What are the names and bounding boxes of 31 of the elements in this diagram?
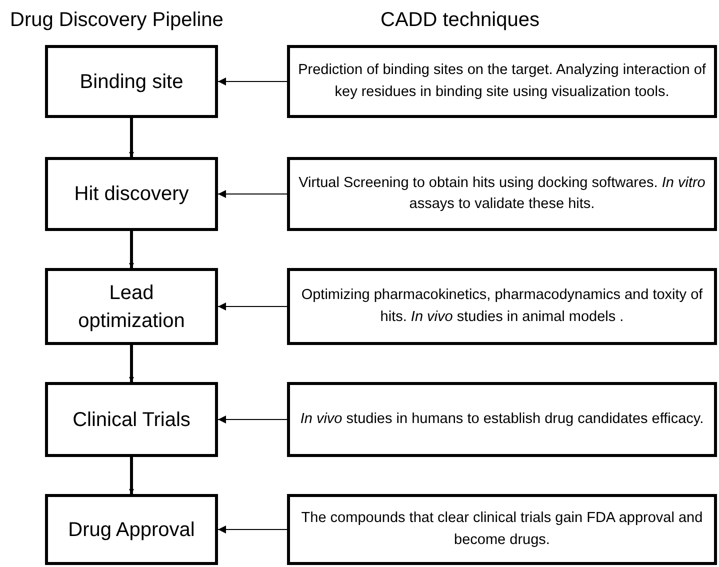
column-heading: Drug Discovery Pipeline xyxy=(10,9,224,32)
node-text: The compounds that clear clinical trials gain FDA approval and become drugs. xyxy=(300,509,704,550)
arrow xyxy=(129,118,134,157)
node-text: In vivo studies in humans to establish drug candidates efficacy. xyxy=(299,410,705,429)
arrow xyxy=(129,345,134,382)
node-text: Hit discovery xyxy=(73,182,190,207)
arrow xyxy=(129,457,134,494)
node-text: Clinical Trials xyxy=(72,408,192,432)
column-heading: CADD techniques xyxy=(380,9,540,32)
arrow xyxy=(218,302,288,310)
stage-box xyxy=(45,157,218,231)
stage-box xyxy=(45,268,218,345)
stage-box xyxy=(45,494,218,565)
node-text: Drug Approval xyxy=(67,518,196,542)
arrow xyxy=(129,231,134,268)
stage-box xyxy=(45,45,218,118)
node-text: Virtual Screening to obtain hits using docking softwares. In vitro assays to validate these hits. xyxy=(298,174,706,214)
arrow xyxy=(218,190,288,198)
arrow xyxy=(218,416,288,424)
technique-box xyxy=(287,494,717,565)
technique-box xyxy=(287,268,717,345)
node-text: Lead optimization xyxy=(77,280,186,334)
node-text: Binding site xyxy=(78,70,184,94)
stage-box xyxy=(45,382,218,457)
arrow xyxy=(218,526,288,534)
arrow xyxy=(218,78,288,86)
technique-box xyxy=(287,157,717,231)
node-text: Prediction of binding sites on the target. Analyzing interaction of key residues in binding site using visualization tools. xyxy=(297,61,707,102)
technique-box xyxy=(287,382,717,457)
technique-box xyxy=(287,45,717,118)
node-text: Optimizing pharmacokinetics, pharmacodynamics and toxity of hits. In vivo studies in animal models . xyxy=(300,286,704,326)
